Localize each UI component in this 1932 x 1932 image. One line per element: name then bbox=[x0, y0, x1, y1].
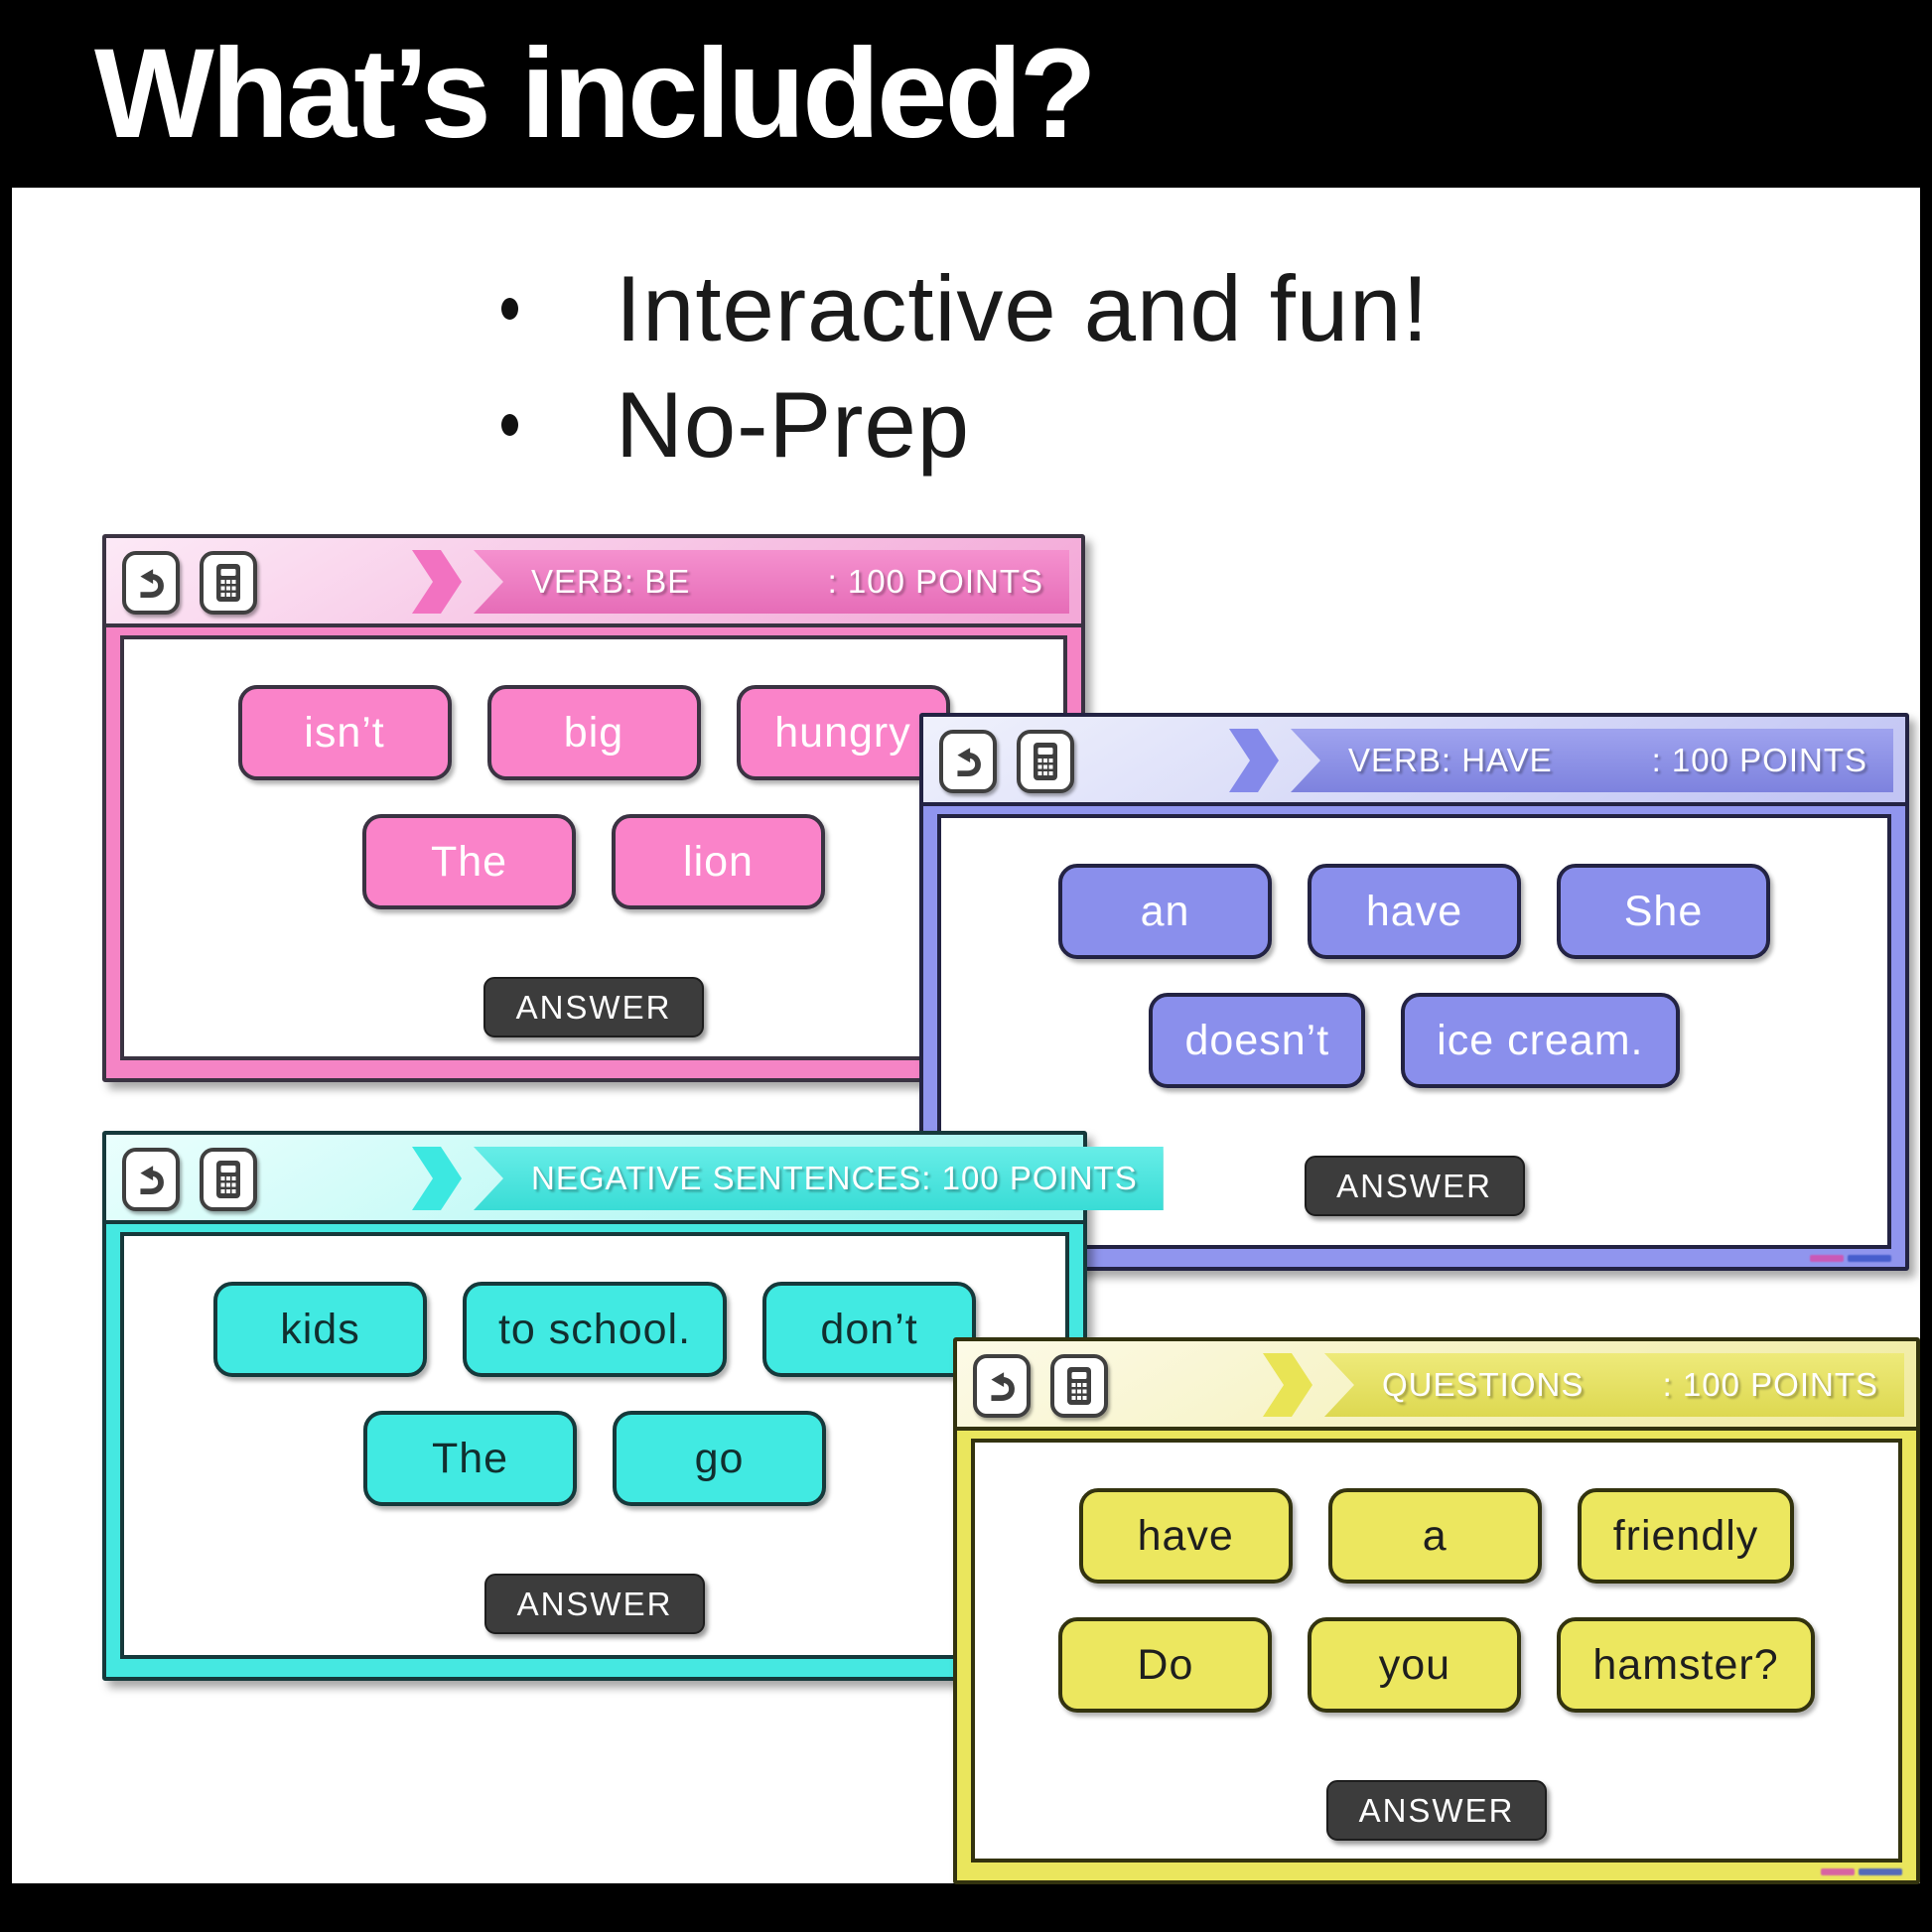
ribbon-band: QUESTIONS : 100 POINTS bbox=[1324, 1353, 1904, 1417]
word-tile[interactable]: go bbox=[613, 1411, 826, 1506]
ribbon-points: : 100 POINTS bbox=[1651, 742, 1867, 778]
ribbon: VERB: HAVE : 100 POINTS bbox=[1229, 729, 1893, 792]
card-mat: have a friendly Do you hamster? ANSWER bbox=[957, 1431, 1916, 1880]
word-tile[interactable]: don’t bbox=[762, 1282, 977, 1377]
word-tile[interactable]: kids bbox=[212, 1282, 427, 1377]
card-header: VERB: HAVE : 100 POINTS bbox=[923, 717, 1905, 806]
card-mat: kids to school. don’t The go ANSWER bbox=[106, 1224, 1083, 1677]
ribbon-band: VERB: BE : 100 POINTS bbox=[474, 550, 1069, 614]
word-tile[interactable]: lion bbox=[612, 814, 825, 909]
card-header: VERB: BE : 100 POINTS bbox=[106, 538, 1081, 627]
ribbon-label: VERB: BE bbox=[531, 563, 691, 600]
tile-row: have a friendly bbox=[1078, 1488, 1795, 1584]
back-icon bbox=[140, 569, 164, 599]
back-button[interactable] bbox=[973, 1354, 1031, 1418]
ribbon-label: QUESTIONS bbox=[1382, 1366, 1585, 1403]
ribbon: QUESTIONS : 100 POINTS bbox=[1263, 1353, 1904, 1417]
list-item: Interactive and fun! bbox=[427, 250, 1430, 366]
bullet-list: Interactive and fun! No-Prep bbox=[427, 250, 1430, 483]
calculator-icon bbox=[216, 1161, 240, 1198]
back-button[interactable] bbox=[939, 730, 997, 793]
word-tile[interactable]: have bbox=[1078, 1488, 1293, 1584]
back-icon bbox=[991, 1372, 1015, 1402]
watermark bbox=[1821, 1868, 1902, 1876]
answer-button[interactable]: ANSWER bbox=[1326, 1780, 1547, 1841]
ribbon-flag-icon bbox=[1263, 1353, 1312, 1417]
answer-button[interactable]: ANSWER bbox=[484, 1574, 705, 1634]
calculator-icon bbox=[216, 564, 240, 602]
card-body: have a friendly Do you hamster? ANSWER bbox=[971, 1439, 1902, 1863]
back-button[interactable] bbox=[122, 551, 180, 615]
word-tile[interactable]: a bbox=[1327, 1488, 1542, 1584]
word-tile[interactable]: to school. bbox=[462, 1282, 728, 1377]
back-icon bbox=[140, 1166, 164, 1195]
word-tile[interactable]: She bbox=[1557, 864, 1770, 959]
tile-row: isn’t big hungry bbox=[237, 685, 950, 780]
ribbon-flag-icon bbox=[1229, 729, 1279, 792]
word-tile[interactable]: The bbox=[362, 814, 576, 909]
ribbon-points: : 100 POINTS bbox=[1662, 1366, 1878, 1403]
card-header: QUESTIONS : 100 POINTS bbox=[957, 1341, 1916, 1431]
answer-button[interactable]: ANSWER bbox=[483, 977, 704, 1037]
watermark bbox=[1810, 1255, 1891, 1263]
top-header: What’s included? bbox=[0, 0, 1932, 188]
tile-row: The go bbox=[363, 1411, 826, 1506]
word-tile[interactable]: The bbox=[363, 1411, 577, 1506]
tile-row: Do you hamster? bbox=[1058, 1617, 1815, 1713]
ribbon-band: VERB: HAVE : 100 POINTS bbox=[1291, 729, 1893, 792]
word-tile[interactable]: you bbox=[1308, 1617, 1522, 1713]
page-title: What’s included? bbox=[94, 23, 1097, 165]
bullet-icon bbox=[501, 297, 518, 320]
tile-row: an have She bbox=[1058, 864, 1770, 959]
ribbon: NEGATIVE SENTENCES : 100 POINTS bbox=[412, 1147, 1164, 1210]
ribbon-label: VERB: HAVE bbox=[1348, 742, 1553, 778]
word-tile[interactable]: friendly bbox=[1577, 1488, 1795, 1584]
word-tile[interactable]: big bbox=[486, 685, 701, 780]
word-tile[interactable]: hamster? bbox=[1557, 1617, 1815, 1713]
card-header: NEGATIVE SENTENCES : 100 POINTS bbox=[106, 1135, 1164, 1224]
tile-row: The lion bbox=[362, 814, 825, 909]
ribbon-label: NEGATIVE SENTENCES bbox=[531, 1160, 922, 1196]
back-icon bbox=[957, 748, 981, 777]
word-tile[interactable]: doesn’t bbox=[1149, 993, 1366, 1088]
card-questions: QUESTIONS : 100 POINTS have a friendly D… bbox=[953, 1337, 1920, 1884]
card-mat: isn’t big hungry The lion ANSWER bbox=[106, 627, 1081, 1078]
calculator-icon bbox=[1067, 1367, 1091, 1405]
calculator-button[interactable] bbox=[200, 1148, 257, 1211]
answer-button[interactable]: ANSWER bbox=[1304, 1156, 1525, 1216]
card-body: isn’t big hungry The lion ANSWER bbox=[120, 635, 1067, 1060]
word-tile[interactable]: ice cream. bbox=[1401, 993, 1680, 1088]
tile-row: doesn’t ice cream. bbox=[1149, 993, 1680, 1088]
tile-row: kids to school. don’t bbox=[212, 1282, 977, 1377]
ribbon-band: NEGATIVE SENTENCES : 100 POINTS bbox=[474, 1147, 1164, 1210]
card-negative-sentences: NEGATIVE SENTENCES : 100 POINTS kids to … bbox=[102, 1131, 1164, 1681]
calculator-button[interactable] bbox=[1050, 1354, 1108, 1418]
word-tile[interactable]: an bbox=[1058, 864, 1272, 959]
ribbon-points: : 100 POINTS bbox=[921, 1160, 1138, 1196]
back-button[interactable] bbox=[122, 1148, 180, 1211]
word-tile[interactable]: have bbox=[1308, 864, 1521, 959]
list-item: No-Prep bbox=[427, 366, 1430, 483]
ribbon-flag-icon bbox=[412, 1147, 462, 1210]
ribbon: VERB: BE : 100 POINTS bbox=[412, 550, 1069, 614]
calculator-button[interactable] bbox=[200, 551, 257, 615]
bullet-text: Interactive and fun! bbox=[616, 255, 1430, 360]
word-tile[interactable]: hungry bbox=[736, 685, 950, 780]
ribbon-points: : 100 POINTS bbox=[827, 563, 1043, 600]
word-tile[interactable]: Do bbox=[1058, 1617, 1273, 1713]
card-body: kids to school. don’t The go ANSWER bbox=[120, 1232, 1069, 1659]
word-tile[interactable]: isn’t bbox=[237, 685, 452, 780]
bullet-icon bbox=[501, 413, 518, 436]
calculator-icon bbox=[1034, 743, 1057, 780]
calculator-button[interactable] bbox=[1017, 730, 1074, 793]
ribbon-flag-icon bbox=[412, 550, 462, 614]
bullet-text: No-Prep bbox=[616, 371, 971, 477]
